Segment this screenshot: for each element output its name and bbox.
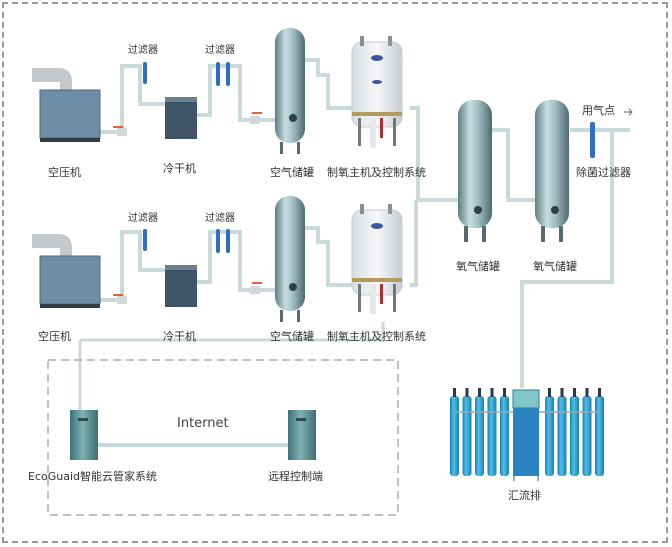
pipe (410, 106, 445, 202)
filter (216, 229, 220, 253)
filter (226, 229, 230, 253)
filter (216, 62, 220, 86)
filter (143, 62, 147, 84)
filter-label: 过滤器 (205, 213, 235, 224)
oxygen-tank-label: 氧气储罐 (456, 260, 500, 273)
dryer-label: 冷干机 (163, 330, 196, 343)
cloud-system-label: EcoGuaid智能云管家系统 (28, 470, 158, 483)
gas-cylinder (570, 396, 579, 476)
refrigerated-dryer (165, 265, 197, 307)
sterile-filter-label: 除菌过滤器 (576, 166, 631, 179)
filter-label: 过滤器 (128, 213, 158, 224)
pipe (410, 200, 418, 287)
filter-label: 过滤器 (205, 45, 235, 56)
gas-cylinder (545, 396, 554, 476)
row-2 (32, 196, 418, 322)
air-duct (32, 68, 72, 92)
compressor-label: 空压机 (38, 330, 71, 343)
filter (143, 229, 147, 251)
oxygen-tank-1 (458, 100, 492, 228)
gas-cylinder (487, 396, 497, 476)
internet-link (98, 443, 288, 447)
pipe (305, 226, 352, 287)
manifold-cabinet (513, 408, 539, 476)
cloud-server (70, 410, 98, 460)
gas-cylinder (462, 396, 472, 476)
oxygen-section (78, 100, 633, 420)
oxygen-tank-label: 氧气储罐 (533, 260, 577, 273)
manifold-label: 汇流排 (508, 489, 541, 502)
pipe (196, 64, 275, 122)
manifold-panel (512, 389, 540, 409)
air-compressor (40, 90, 100, 138)
gas-cylinder (595, 396, 604, 476)
pipe (520, 130, 614, 388)
refrigerated-dryer (165, 97, 197, 139)
arrow-right-icon (624, 108, 633, 116)
pipe (100, 64, 165, 134)
air-compressor (40, 256, 100, 304)
manifold (450, 388, 604, 481)
sterile-filter (590, 122, 595, 158)
generator-label: 制氧主机及控制系统 (327, 330, 426, 343)
oxygen-generator (351, 36, 403, 148)
internet-label: Internet (177, 416, 229, 431)
pipe (492, 128, 535, 202)
oxygen-generator (351, 204, 403, 314)
valve (117, 128, 127, 136)
remote-server (288, 410, 316, 460)
dryer-label: 冷干机 (163, 162, 196, 175)
air-tank-label: 空气储罐 (270, 166, 314, 179)
air-tank (275, 196, 305, 311)
air-duct (32, 234, 72, 258)
filter-label: 过滤器 (128, 45, 158, 56)
pipe (100, 230, 165, 302)
gas-cylinder (500, 396, 509, 476)
gas-cylinder (582, 396, 592, 476)
network-box (47, 359, 399, 516)
use-point-label: 用气点 (582, 104, 615, 117)
remote-control-label: 远程控制端 (268, 470, 323, 483)
oxygen-tank-2 (535, 100, 569, 228)
pipe (196, 230, 275, 292)
valve (250, 286, 260, 294)
gas-cylinder (557, 396, 567, 476)
valve (117, 296, 127, 304)
air-tank-label: 空气储罐 (270, 330, 314, 343)
pipe (305, 58, 352, 110)
gas-cylinder (475, 396, 484, 476)
generator-label: 制氧主机及控制系统 (327, 166, 426, 179)
air-tank (275, 28, 305, 143)
pipe (80, 322, 385, 342)
filter (226, 62, 230, 86)
valve (250, 116, 260, 124)
compressor-label: 空压机 (48, 166, 81, 179)
gas-cylinder (450, 396, 459, 476)
